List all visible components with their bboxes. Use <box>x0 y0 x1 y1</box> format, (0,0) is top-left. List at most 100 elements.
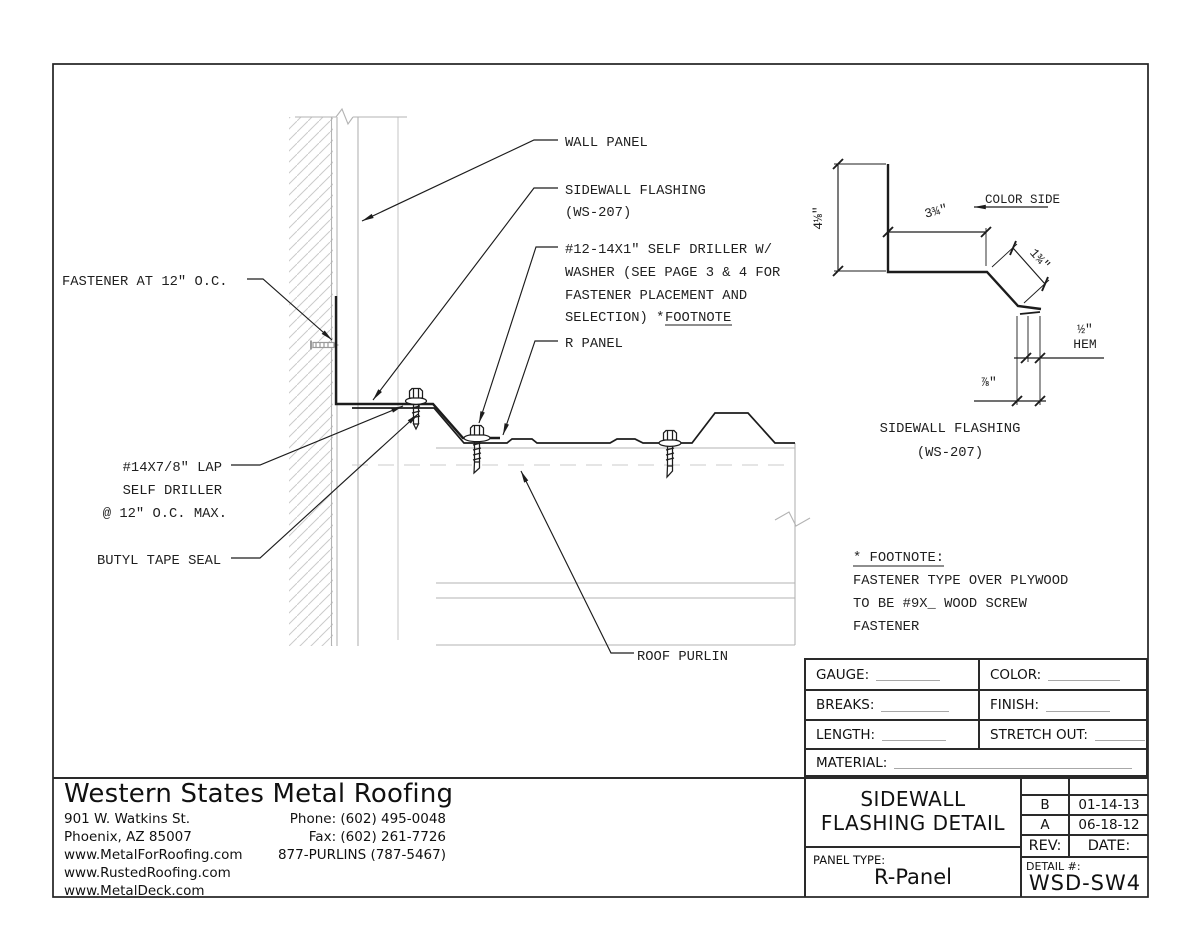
dim-hem-num: ½" <box>1077 322 1093 337</box>
self-driller-screw <box>463 424 491 475</box>
footnote-title: * FOOTNOTE: <box>853 550 944 566</box>
label-wall-panel: WALL PANEL <box>565 136 648 151</box>
revision-row-a: A 06-18-12 <box>1022 816 1148 836</box>
lap-screw <box>404 387 428 431</box>
drawing-title: SIDEWALL FLASHING DETAIL <box>806 779 1020 848</box>
dim-bottom: ⅞" <box>981 375 997 390</box>
leader-sidewall-flashing <box>372 187 558 401</box>
label-butyl: BUTYL TAPE SEAL <box>97 554 221 569</box>
gauge-label: GAUGE: <box>816 666 870 683</box>
revision-header-row: REV: DATE: <box>1022 836 1148 858</box>
color-cell: COLOR: <box>978 660 1146 689</box>
label-lap-driller-3: @ 12" O.C. MAX. <box>103 506 227 522</box>
label-lap-driller-1: #14X7/8" LAP <box>123 460 222 476</box>
sheet-border <box>52 63 1149 898</box>
flashing-profile-detail: 4⅛" 3¾" 1¾" COLOR SIDE ½" HEM ⅞" SIDEWAL… <box>811 158 1104 461</box>
leader-r-panel <box>502 340 558 436</box>
rev-a: A <box>1040 817 1050 833</box>
drawing-title-line2: FLASHING DETAIL <box>820 811 1006 835</box>
material-label: MATERIAL: <box>816 754 888 771</box>
revision-table: B 01-14-13 A 06-18-12 REV: DATE: DETAIL … <box>1020 777 1148 897</box>
company-address-2: Phoenix, AZ 85007 <box>64 829 192 845</box>
r-panel-profile <box>352 407 795 444</box>
panel-type-value: R-Panel <box>874 865 952 889</box>
material-blank <box>894 756 1133 769</box>
length-label: LENGTH: <box>816 726 876 743</box>
breaks-label: BREAKS: <box>816 697 875 713</box>
label-sidewall-flashing-1: SIDEWALL FLASHING <box>565 184 706 199</box>
wall-hatch <box>289 117 333 646</box>
gauge-blank <box>876 668 941 681</box>
company-web-3: www.MetalDeck.com <box>64 883 205 899</box>
stretch-out-blank <box>1094 728 1145 741</box>
stretch-out-label: STRETCH OUT: <box>990 726 1088 743</box>
revision-row-b: B 01-14-13 <box>1022 796 1148 816</box>
rev-label: REV: <box>1028 838 1062 854</box>
date-label: DATE: <box>1068 836 1148 856</box>
stretch-out-cell: STRETCH OUT: <box>978 721 1146 748</box>
panel-type-label: PANEL TYPE: <box>813 853 886 867</box>
finish-blank <box>1046 699 1111 712</box>
label-self-driller-4a: SELECTION) * <box>565 310 664 326</box>
label-lap-driller-2: SELF DRILLER <box>123 484 222 499</box>
label-sidewall-flashing-2: (WS-207) <box>565 205 631 221</box>
company-tollfree: 877-PURLINS (787-5467) <box>277 847 446 863</box>
finish-label: FINISH: <box>990 697 1040 713</box>
rev-b-date: 01-14-13 <box>1068 796 1148 814</box>
label-self-driller-2: WASHER (SEE PAGE 3 & 4 FOR <box>565 265 780 281</box>
footnote-block: * FOOTNOTE: FASTENER TYPE OVER PLYWOOD T… <box>853 550 1068 635</box>
panel-screw <box>658 429 682 479</box>
detail-number-label: DETAIL #: <box>1026 860 1081 873</box>
label-self-driller-1: #12-14X1" SELF DRILLER W/ <box>565 242 772 258</box>
drawing-title-line1: SIDEWALL <box>860 787 966 811</box>
company-contact: Phone: (602) 495-0048 Fax: (602) 261-772… <box>233 810 446 864</box>
gauge-cell: GAUGE: <box>806 660 978 689</box>
wall-section <box>289 107 407 646</box>
spec-table: GAUGE: COLOR: BREAKS: FINISH: LENGTH: ST… <box>804 658 1148 777</box>
profile-caption-1: SIDEWALL FLASHING <box>880 422 1021 437</box>
break-symbol-right <box>774 511 811 527</box>
footnote-line2: TO BE #9X_ WOOD SCREW <box>853 597 1028 612</box>
company-address-1: 901 W. Watkins St. <box>64 811 191 827</box>
color-side-label: COLOR SIDE <box>985 193 1060 207</box>
detail-number-row: DETAIL #: WSD-SW4 <box>1022 858 1148 897</box>
dim-top: 3¾" <box>923 201 949 221</box>
dim-hem-label: HEM <box>1073 337 1096 352</box>
footnote-line3: FASTENER <box>853 620 919 635</box>
rev-a-date: 06-18-12 <box>1068 816 1148 834</box>
rev-empty-cell <box>1022 779 1068 794</box>
color-label: COLOR: <box>990 666 1042 683</box>
color-blank <box>1048 668 1121 681</box>
leader-self-driller <box>478 246 558 424</box>
company-web-2: www.RustedRoofing.com <box>64 865 231 881</box>
footnote-line1: FASTENER TYPE OVER PLYWOOD <box>853 574 1068 589</box>
company-web-1: www.MetalForRoofing.com <box>64 847 243 863</box>
company-address: 901 W. Watkins St. Phoenix, AZ 85007 www… <box>64 810 243 900</box>
company-phone: Phone: (602) 495-0048 <box>289 811 446 827</box>
rev-b: B <box>1040 797 1050 813</box>
break-symbol-top <box>335 107 354 126</box>
rev-empty-date-cell <box>1068 779 1148 794</box>
title-block: SIDEWALL FLASHING DETAIL PANEL TYPE: R-P… <box>804 777 1020 897</box>
leader-lap-driller <box>231 405 404 466</box>
leader-wall-panel <box>361 139 558 222</box>
dim-height: 4⅛" <box>811 206 826 229</box>
revision-row-empty <box>1022 779 1148 796</box>
company-fax: Fax: (602) 261-7726 <box>308 829 446 845</box>
company-block: Western States Metal Roofing 901 W. Watk… <box>53 777 804 900</box>
profile-caption-2: (WS-207) <box>917 445 983 461</box>
material-cell: MATERIAL: <box>806 750 1146 775</box>
label-self-driller-4b: FOOTNOTE <box>665 311 731 326</box>
breaks-blank <box>881 699 950 712</box>
finish-cell: FINISH: <box>978 691 1146 719</box>
leader-fastener-oc <box>247 278 333 341</box>
length-cell: LENGTH: <box>806 721 978 748</box>
label-fastener-oc: FASTENER AT 12" O.C. <box>62 274 228 290</box>
roof-purlin-lines <box>352 443 811 646</box>
dim-diag: 1¾" <box>1026 246 1053 273</box>
length-blank <box>882 728 947 741</box>
detail-number-value: WSD-SW4 <box>1028 871 1142 895</box>
leader-butyl <box>231 413 419 559</box>
